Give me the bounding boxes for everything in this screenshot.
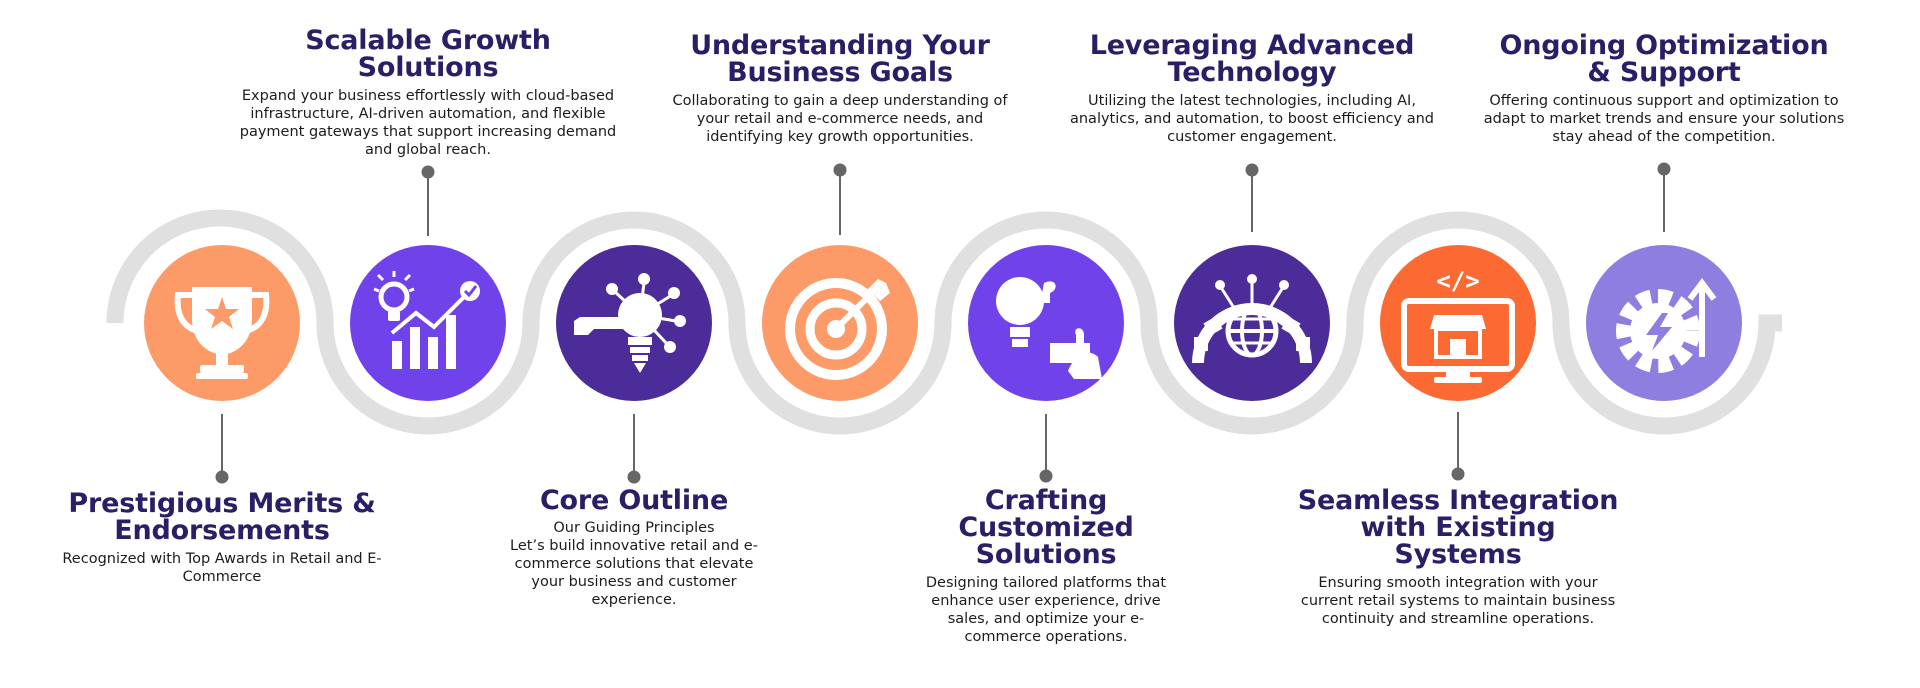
svg-text:</>: </>	[1436, 267, 1479, 295]
step-title-line: & Support	[1587, 57, 1741, 88]
idea-network-icon	[574, 273, 686, 373]
step-title-line: Crafting Customized	[958, 485, 1134, 543]
store-monitor-icon: </>	[1401, 267, 1515, 383]
puzzle-idea-icon	[996, 277, 1102, 379]
step-title: Prestigious Merits &Endorsements	[62, 490, 382, 544]
connector-dot	[1245, 163, 1259, 177]
connector-dot	[421, 165, 435, 179]
gear-bolt-icon	[1616, 278, 1717, 373]
step-subtitle: Our Guiding Principles	[553, 520, 715, 536]
step-title: Core Outline	[509, 487, 759, 514]
connector-dot	[1451, 467, 1465, 481]
step-description: Ensuring smooth integration with your cu…	[1300, 575, 1616, 627]
step-title-line: Technology	[1167, 57, 1337, 88]
connector-dot	[833, 163, 847, 177]
step-description: Collaborating to gain a deep understandi…	[672, 93, 1008, 145]
step-title-line: Endorsements	[114, 515, 330, 546]
trophy-icon	[174, 287, 270, 379]
step-circle	[1174, 245, 1330, 401]
step-description: Expand your business effortlessly with c…	[239, 88, 617, 158]
step-title-line: Leveraging Advanced	[1089, 30, 1415, 61]
step-title-line: Scalable Growth	[305, 25, 551, 56]
step-description: Recognized with Top Awards in Retail and…	[62, 551, 382, 585]
step-title-line: Solutions	[357, 52, 499, 83]
step-title-line: Understanding Your	[690, 30, 990, 61]
step-description: Let’s build innovative retail and e-comm…	[510, 538, 758, 608]
step-description: Utilizing the latest technologies, inclu…	[1069, 93, 1434, 145]
step-description: Offering continuous support and optimiza…	[1483, 93, 1845, 145]
track-path	[106, 209, 1782, 435]
step-title-line: with Existing Systems	[1360, 512, 1556, 570]
step-title-line: Core Outline	[539, 485, 729, 516]
connector-dot	[627, 470, 641, 484]
connector-dot	[215, 470, 229, 484]
connector-dot	[1039, 469, 1053, 483]
step-title-line: Seamless Integration	[1297, 485, 1619, 516]
step-title: Ongoing Optimization& Support	[1479, 32, 1849, 86]
connector-dot	[1657, 162, 1671, 176]
target-icon	[785, 278, 890, 380]
step-title-line: Prestigious Merits &	[68, 488, 376, 519]
growth-chart-icon	[373, 271, 480, 369]
step-title-line: Business Goals	[727, 57, 953, 88]
step-description: Designing tailored platforms that enhanc…	[925, 575, 1167, 645]
globe-gear-icon	[1192, 274, 1312, 363]
step-title-line: Ongoing Optimization	[1499, 30, 1829, 61]
step-title-line: Solutions	[975, 539, 1117, 570]
